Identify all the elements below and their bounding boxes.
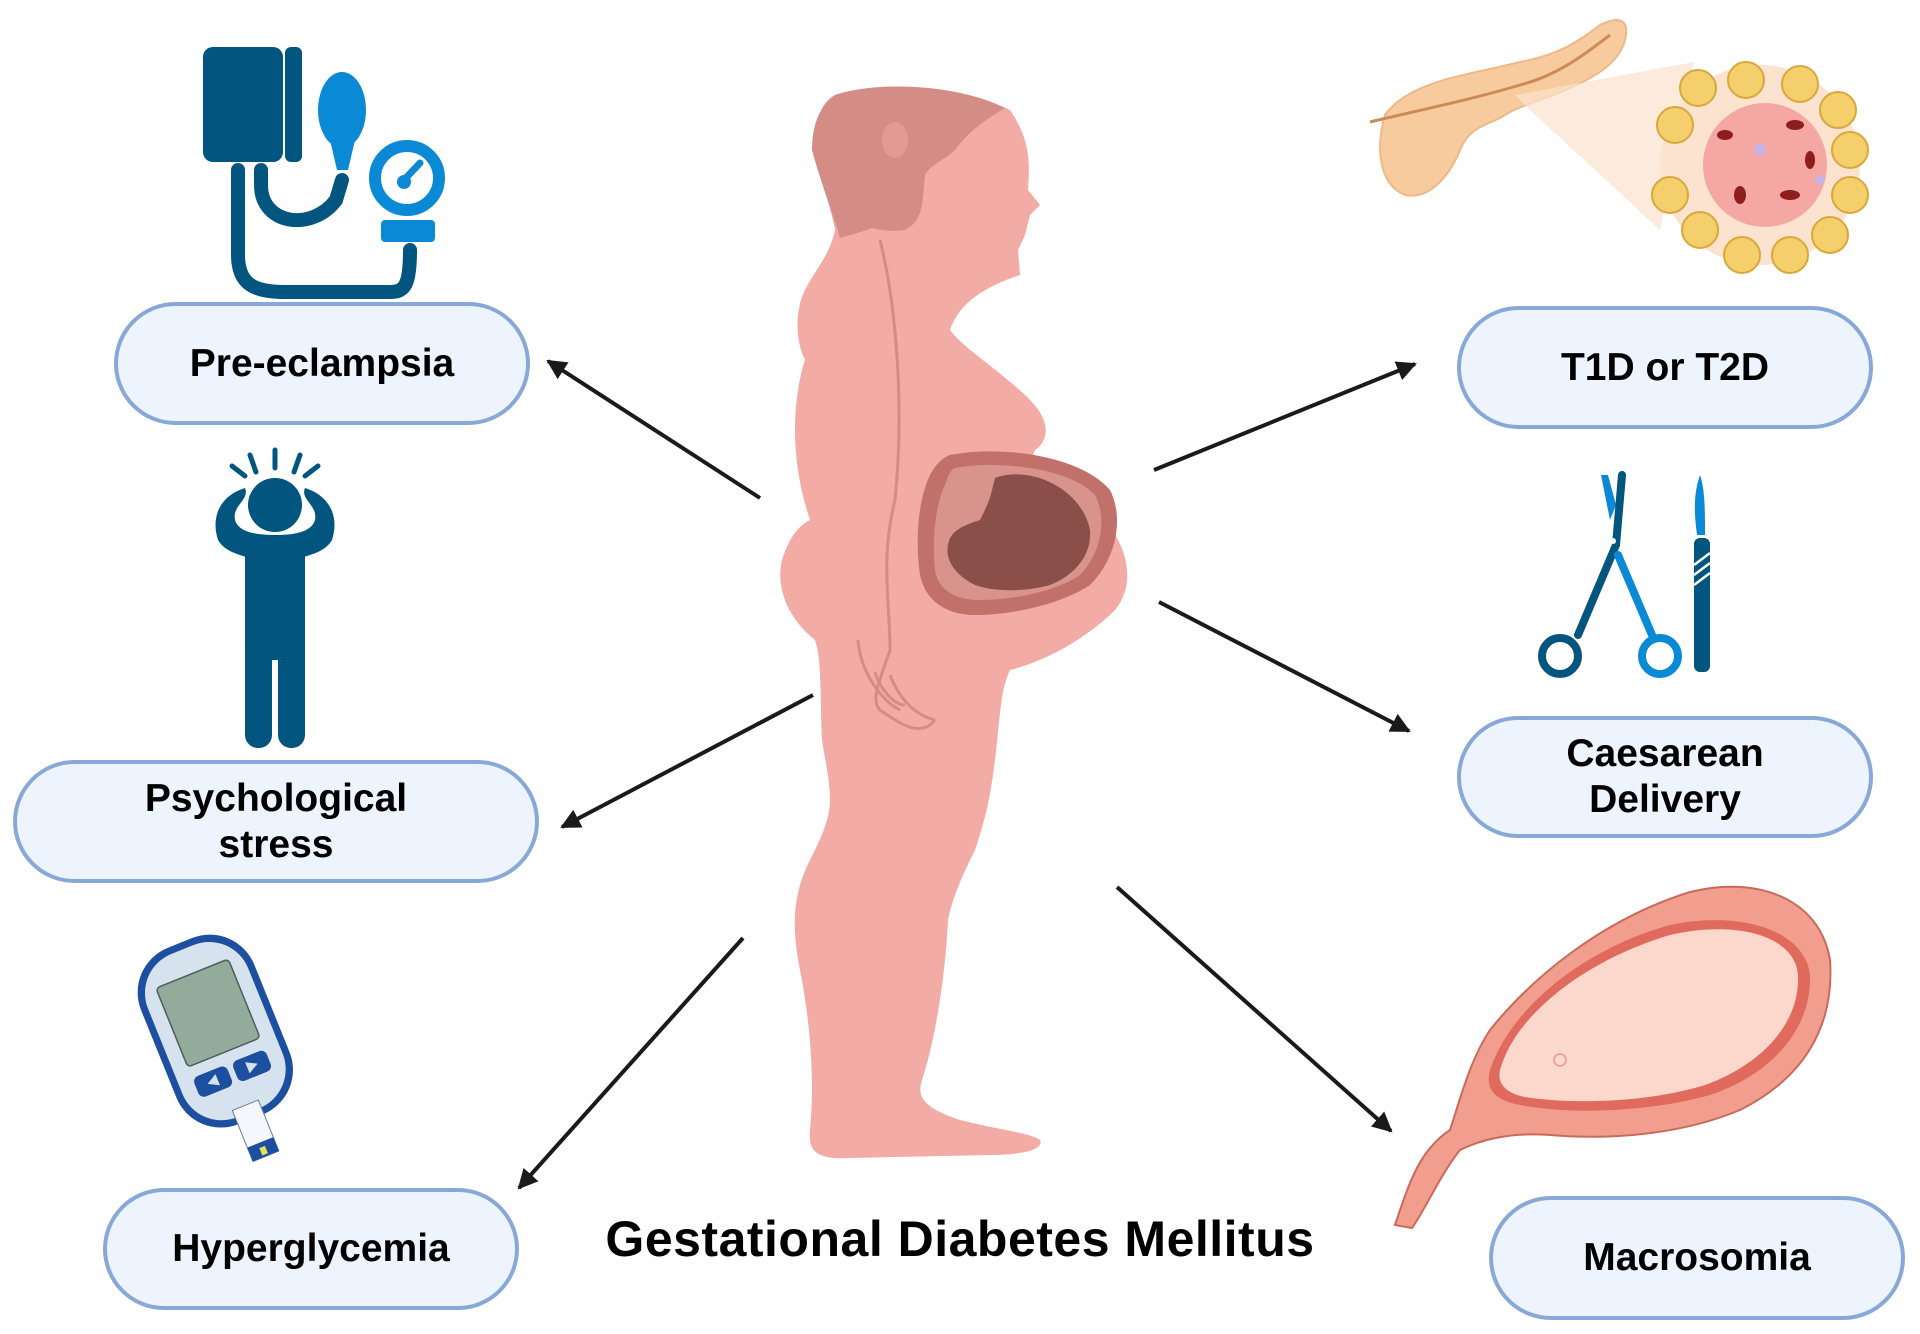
- fetus-silhouette: [947, 474, 1091, 591]
- arrow-to-caesarean-delivery: [1158, 600, 1411, 733]
- outcome-label: Hyperglycemia: [172, 1227, 450, 1270]
- arrow-to-hyperglycemia: [517, 936, 745, 1190]
- woman-hand: [856, 639, 936, 722]
- outcome-caesarean-delivery: Caesarean Delivery: [1457, 716, 1873, 838]
- diagram-title: Gestational Diabetes Mellitus: [605, 1211, 1315, 1267]
- arrow-to-psychological-stress: [560, 693, 814, 829]
- outcome-t1d-or-t2d: T1D or T2D: [1457, 306, 1873, 429]
- outcome-label-line1: Psychological: [144, 776, 408, 820]
- outcome-label-line1: Caesarean: [1566, 732, 1764, 775]
- woman-arm: [874, 239, 937, 731]
- arrow-to-macrosomia: [1115, 885, 1393, 1133]
- outcome-label: Macrosomia: [1583, 1236, 1811, 1279]
- outcome-label: Pre-eclampsia: [189, 341, 455, 385]
- woman-hair: [812, 86, 1005, 238]
- woman-ear: [882, 122, 908, 158]
- outcome-psychological-stress: Psychological stress: [13, 760, 539, 883]
- woman-body-silhouette: [780, 86, 1128, 1159]
- outcome-label-line2: Delivery: [1589, 778, 1741, 821]
- outcome-label-line2: stress: [218, 822, 334, 866]
- outcome-label: T1D or T2D: [1560, 345, 1770, 389]
- arrow-to-t1d-or-t2d: [1153, 361, 1417, 472]
- outcome-hyperglycemia: Hyperglycemia: [103, 1188, 519, 1310]
- arrow-to-pre-eclampsia: [546, 359, 762, 500]
- outcome-pre-eclampsia: Pre-eclampsia: [114, 302, 530, 425]
- outcome-macrosomia: Macrosomia: [1489, 1196, 1905, 1320]
